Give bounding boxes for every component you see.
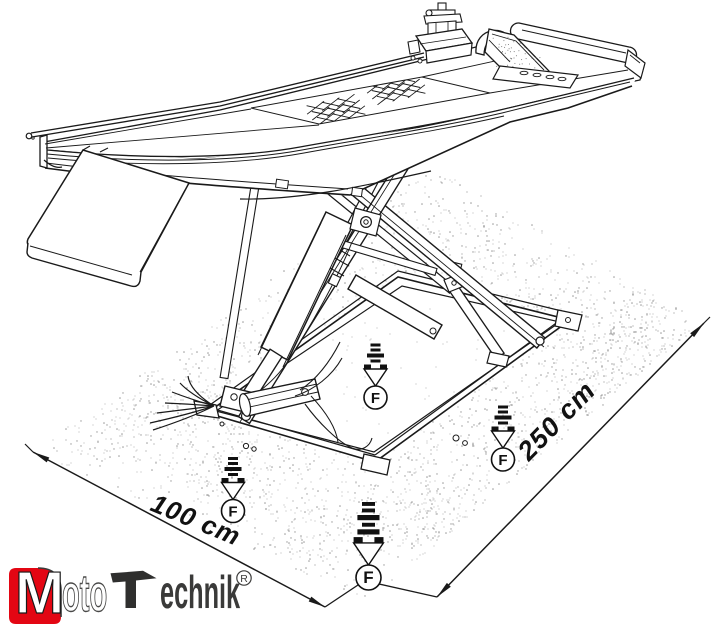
svg-text:F: F	[228, 504, 237, 521]
svg-text:F: F	[371, 390, 380, 407]
svg-text:oto: oto	[62, 564, 107, 622]
svg-text:F: F	[363, 568, 373, 587]
svg-text:F: F	[498, 452, 507, 469]
svg-text:M: M	[15, 560, 64, 626]
svg-text:echnik: echnik	[160, 566, 240, 618]
svg-text:R: R	[240, 573, 248, 585]
